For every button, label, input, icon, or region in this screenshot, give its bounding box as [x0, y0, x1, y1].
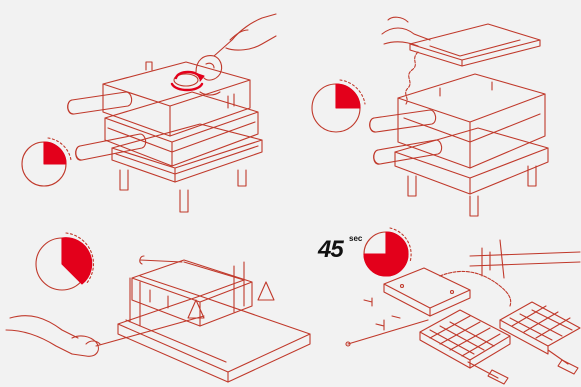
panel-step-3	[6, 233, 310, 382]
timer-seconds-unit: sec	[349, 234, 362, 243]
panel-step-1	[22, 14, 276, 212]
timer-seconds-value: 45	[318, 236, 343, 264]
panel-step-4	[346, 228, 580, 384]
panel-step-2	[312, 17, 548, 216]
